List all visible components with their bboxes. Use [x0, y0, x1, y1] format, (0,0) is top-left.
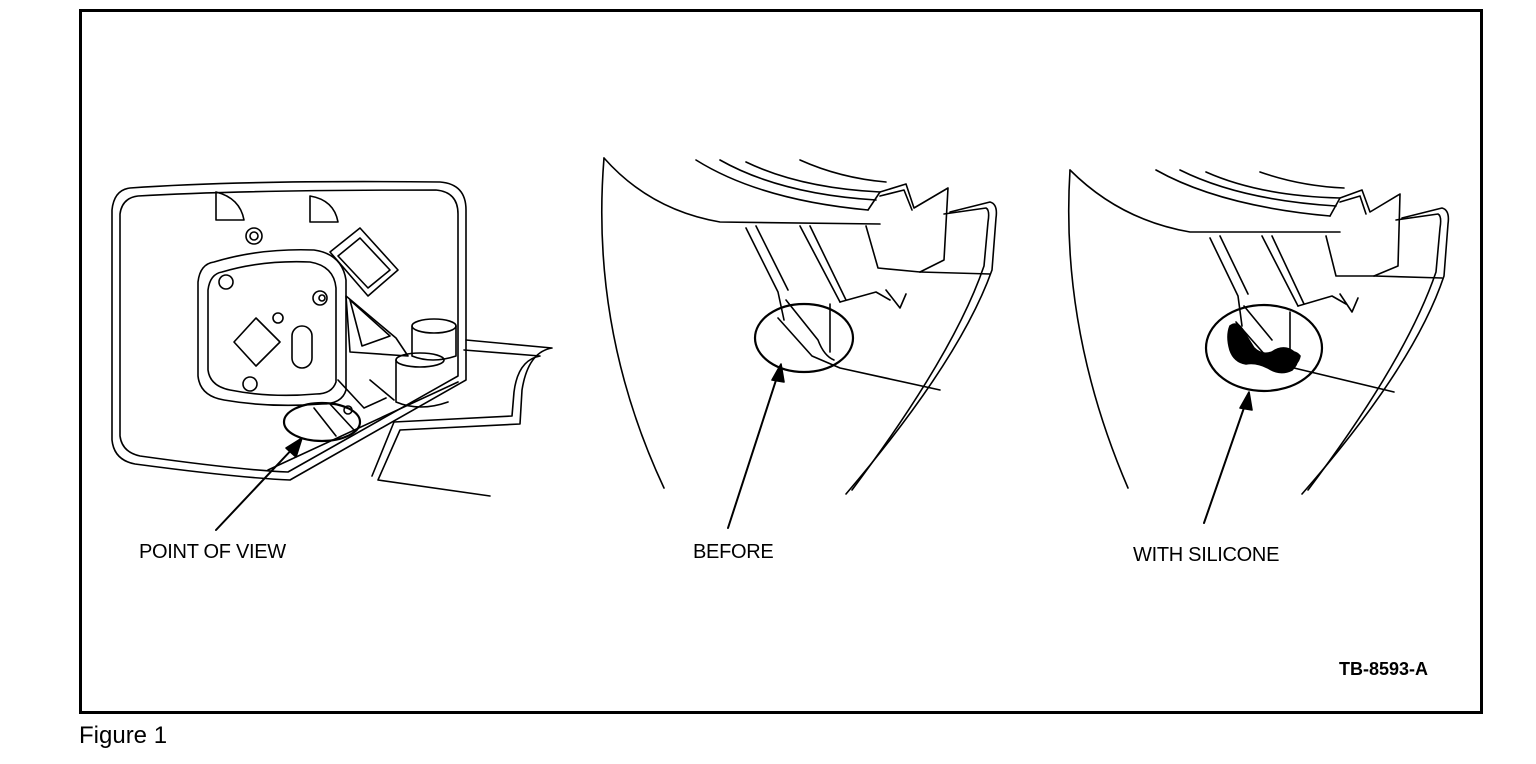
before-label: BEFORE: [693, 541, 774, 563]
arrow-icon: [728, 364, 784, 528]
with-silicone-label: WITH SILICONE: [1133, 544, 1280, 566]
seam-with-silicone-drawing: [1069, 170, 1449, 494]
figure-frame: [79, 9, 1483, 714]
figure-caption: Figure 1: [79, 722, 168, 749]
mirror-housing-drawing: [112, 182, 552, 496]
figure-code: TB-8593-A: [1339, 659, 1429, 679]
arrow-icon: [1204, 392, 1252, 523]
point-of-view-label: POINT OF VIEW: [139, 541, 286, 563]
arrow-icon: [216, 438, 302, 530]
seam-before-drawing: [602, 158, 997, 494]
